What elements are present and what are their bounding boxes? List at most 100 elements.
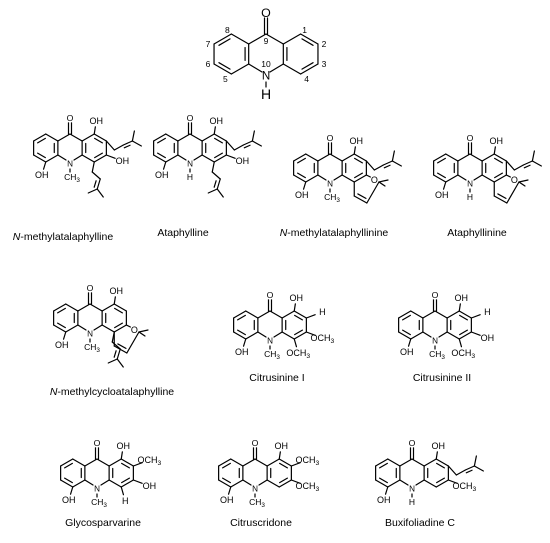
bond-line (445, 153, 459, 162)
double-bond-line (37, 152, 46, 159)
bond-line (378, 179, 389, 183)
c4-substituent-label: OCH3 (286, 348, 310, 360)
double-bond-line (437, 157, 446, 164)
bond-line (366, 181, 380, 204)
bond-line (96, 188, 104, 198)
subscript: 3 (76, 177, 80, 184)
bond-line (207, 188, 218, 194)
hydroxyl-label: OH (35, 170, 49, 180)
nitrogen-label: N (67, 160, 73, 169)
bond-line (353, 195, 368, 204)
bond-line (84, 479, 94, 486)
bond-line (105, 154, 116, 159)
bond-line (138, 329, 149, 333)
carbonyl-oxygen-label: O (67, 113, 74, 123)
bond-line (281, 331, 295, 340)
bond-line (329, 153, 343, 162)
bond-line (45, 133, 59, 142)
bond-line (225, 140, 235, 151)
bond-line (445, 174, 459, 183)
bond-line (116, 358, 124, 368)
bond-line (423, 479, 437, 488)
bond-line (216, 188, 224, 198)
bond-line (245, 331, 259, 340)
subscript: 3 (261, 502, 265, 509)
hydroxyl-label: OH (295, 190, 309, 200)
bond-line (33, 133, 47, 142)
nitrogen-label: N (432, 337, 438, 346)
bond-line (433, 174, 447, 183)
bond-line (218, 479, 232, 488)
double-bond-line (121, 477, 130, 484)
bond-line (213, 133, 227, 142)
bond-line (242, 140, 253, 146)
bond-line (407, 338, 412, 347)
bond-line (72, 458, 86, 467)
bond-line (531, 160, 542, 167)
bond-line (53, 324, 67, 333)
bond-line (77, 324, 87, 331)
bond-line (410, 331, 424, 340)
pyran-oxygen-label: O (371, 175, 378, 185)
bond-line (353, 153, 367, 162)
c3-substituent-label: OH (116, 156, 130, 166)
n-methyl-label: CH3 (84, 342, 100, 354)
double-bond-line (94, 137, 103, 144)
c1-substituent-label: OH (109, 286, 123, 296)
bond-line (242, 338, 247, 347)
subscript: 3 (315, 486, 319, 493)
bond-line (506, 181, 520, 204)
bond-line (211, 171, 221, 180)
double-bond-line (494, 157, 503, 164)
position-number-5: 5 (223, 74, 228, 84)
bond-line (469, 153, 483, 162)
compound-label-c1-name: -methylatalaphylline (20, 231, 114, 243)
double-bond-line (64, 462, 73, 469)
bond-line (251, 140, 262, 147)
bond-line (447, 465, 457, 476)
n-methyl-label: CH3 (429, 349, 445, 361)
bond-line (213, 63, 232, 75)
n-hydrogen-label: H (467, 192, 473, 202)
bond-line (293, 310, 307, 319)
c1-substituent-label: OH (489, 136, 503, 146)
bond-line (233, 310, 247, 319)
compound-label-c5: N-methylcycloatalaphylline (50, 386, 174, 398)
hydroxyl-label: OH (55, 340, 69, 350)
bond-line (73, 154, 83, 161)
bond-line (317, 174, 327, 181)
bond-line (218, 458, 232, 467)
bond-line (422, 331, 432, 338)
subscript: 3 (336, 197, 340, 204)
nitrogen-label: N (467, 180, 473, 189)
compound-label-c8-name: Glycosparvarine (65, 517, 141, 529)
bond-line (305, 314, 316, 319)
bond-line (162, 161, 167, 170)
bond-line (96, 458, 110, 467)
bond-line (233, 144, 244, 151)
bond-line (531, 150, 535, 162)
compound-label-c2: Ataphylline (157, 227, 208, 239)
carbonyl-oxygen-label: O (267, 290, 274, 300)
double-bond-line (357, 193, 367, 199)
hydroxyl-label: OH (435, 190, 449, 200)
bond-line (62, 331, 67, 340)
double-bond-line (437, 172, 446, 179)
bond-line (455, 469, 466, 476)
c1-substituent-label: OH (89, 116, 103, 126)
bond-line (470, 314, 481, 319)
double-bond-line (297, 172, 306, 179)
bond-line (493, 146, 496, 155)
bond-line (72, 479, 86, 488)
bond-line (189, 133, 203, 142)
bond-line (233, 331, 247, 340)
c1-substituent-label: OH (116, 441, 130, 451)
bond-line (113, 345, 128, 354)
bond-line (398, 310, 412, 319)
n-methyl-label: CH3 (249, 497, 265, 509)
bond-line (177, 133, 191, 142)
subscript: 3 (103, 502, 107, 509)
